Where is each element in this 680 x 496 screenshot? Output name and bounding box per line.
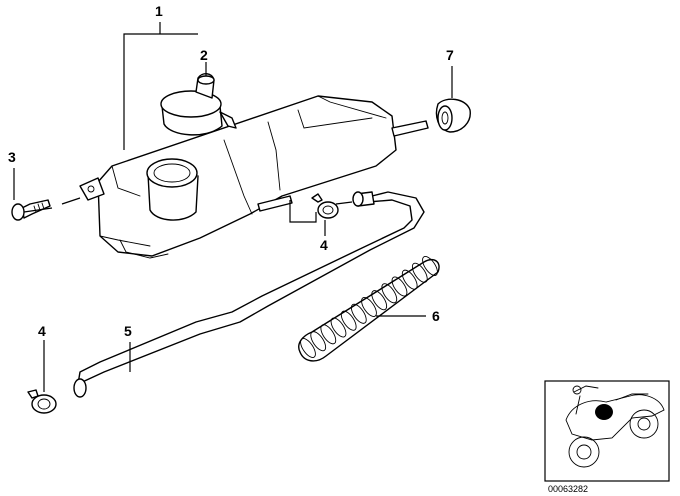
sleeve-coil <box>391 276 408 297</box>
screw[interactable] <box>11 199 51 221</box>
protective-sleeve[interactable] <box>298 254 441 362</box>
sleeve-coil <box>411 262 428 283</box>
callout-hose: 5 <box>124 323 132 339</box>
callout-screw: 3 <box>8 149 16 165</box>
callout-labels: 1 2 3 4 4 5 6 7 <box>8 3 454 339</box>
callout-cap: 2 <box>200 47 208 63</box>
sleeve-coil <box>320 324 337 345</box>
sleeve-coil <box>371 290 388 311</box>
hose[interactable] <box>73 191 425 398</box>
callout-sleeve: 6 <box>432 308 440 324</box>
grommet[interactable] <box>435 98 471 133</box>
hose-clamp-lower[interactable] <box>27 389 57 414</box>
motorcycle-inset <box>544 380 670 482</box>
sleeve-coil <box>350 303 367 324</box>
sleeve-coil <box>310 331 327 352</box>
sleeve-coil <box>422 256 438 276</box>
expansion-tank[interactable] <box>79 95 429 259</box>
callout-tank: 1 <box>155 3 163 19</box>
sleeve-coil <box>330 317 347 338</box>
tank-cap[interactable] <box>160 73 237 136</box>
sleeve-coil <box>361 297 377 317</box>
leader-lines <box>13 22 453 392</box>
hose-clamp-upper[interactable] <box>311 193 339 219</box>
sleeve-coil <box>401 269 418 290</box>
location-marker <box>595 404 613 420</box>
callout-clamp-lower: 4 <box>38 323 46 339</box>
sleeve-coil <box>300 338 316 358</box>
sleeve-coil <box>340 310 357 331</box>
callout-clamp-upper: 4 <box>320 237 328 253</box>
sleeve-coil <box>381 283 398 304</box>
diagram-code: 00063282 <box>548 484 588 494</box>
filler-neck <box>146 158 199 221</box>
callout-grommet: 7 <box>446 47 454 63</box>
